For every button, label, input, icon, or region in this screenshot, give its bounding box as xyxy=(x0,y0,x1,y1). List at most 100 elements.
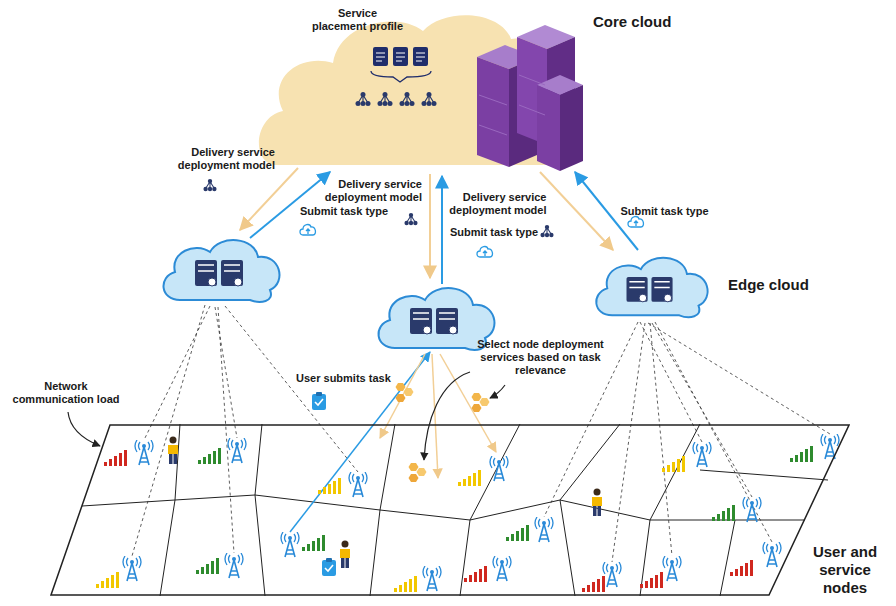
signal-bars-part xyxy=(458,470,481,486)
cell-borders-part xyxy=(560,500,575,596)
left-edge-cloud-part xyxy=(164,240,280,302)
core-cloud-shape xyxy=(255,5,585,172)
signal-bars-part xyxy=(464,566,487,582)
annotation-label: Submit task type xyxy=(300,205,388,218)
base-station-towers-part xyxy=(228,438,246,463)
base-station-towers-part xyxy=(490,456,508,481)
small-icons-part xyxy=(472,393,490,412)
cell-borders xyxy=(82,424,828,596)
signal-bars-part xyxy=(318,478,341,494)
signal-bars-part xyxy=(198,448,221,464)
base-station-towers-part xyxy=(225,553,243,578)
node-heading: User and service nodes xyxy=(797,543,893,597)
layout-dashed-links-part xyxy=(225,306,358,472)
service-plane: User and service nodes xyxy=(50,423,850,597)
base-station-towers-part xyxy=(821,434,839,459)
signal-bars-part xyxy=(730,560,753,576)
base-station-towers-part xyxy=(763,542,781,567)
small-icons-part xyxy=(322,558,336,576)
layout-dashed-links-part xyxy=(652,323,752,497)
small-icons xyxy=(203,179,643,576)
layout-dashed-links xyxy=(132,305,830,562)
leader-lines-part xyxy=(490,385,505,398)
node-heading: Core cloud xyxy=(593,13,671,31)
signal-bars-part xyxy=(104,450,127,466)
base-station-towers-part xyxy=(423,566,441,591)
base-station-towers-part xyxy=(493,556,511,581)
small-icons-part xyxy=(300,225,315,235)
annotation-label: Select node deployment services based on… xyxy=(468,338,613,378)
cell-borders-part xyxy=(175,424,262,500)
signal-bars xyxy=(96,446,813,592)
signal-bars-part xyxy=(582,576,605,592)
cell-borders-part xyxy=(255,495,265,596)
cell-borders-part xyxy=(370,510,380,596)
signal-bars-part xyxy=(790,446,813,462)
small-icons-part xyxy=(540,225,553,237)
cell-borders-part xyxy=(380,424,520,520)
layout-dashed-links-part xyxy=(650,323,672,556)
layout-dashed-links-part xyxy=(218,307,234,553)
small-icons-part xyxy=(628,217,643,227)
users-part xyxy=(168,437,178,465)
small-icons-part xyxy=(396,383,414,402)
cell-borders-part xyxy=(700,470,828,480)
users xyxy=(168,437,602,569)
base-station-towers-part xyxy=(281,532,299,557)
edge-label: Submit task type xyxy=(621,205,709,218)
small-icons-part xyxy=(404,213,417,225)
users-part xyxy=(592,489,602,517)
layout-arrows-part xyxy=(440,354,496,452)
signal-bars-part xyxy=(196,558,219,574)
base-station-towers-part xyxy=(603,562,621,587)
small-icons-part xyxy=(203,179,216,191)
annotation-label: Delivery service deployment model xyxy=(322,178,422,204)
signal-bars-part xyxy=(96,572,119,588)
cell-borders-part xyxy=(460,520,470,596)
node-text: Service placement profile xyxy=(310,7,405,33)
service-plane-outline xyxy=(51,425,849,595)
layout-dashed-links-part xyxy=(144,306,210,440)
layout-arrows-part xyxy=(432,354,438,478)
middle-edge-cloud-part xyxy=(379,288,495,350)
edge-label: Delivery service deployment model xyxy=(447,191,547,217)
layout-dashed-links-part xyxy=(612,323,645,562)
annotation-label: User submits task xyxy=(296,372,391,385)
leader-lines-part xyxy=(68,412,100,446)
layout-arrows xyxy=(240,168,496,532)
middle-edge-cloud xyxy=(379,288,495,350)
layout-dashed-links-part xyxy=(655,322,772,542)
cell-borders-part xyxy=(720,520,735,596)
signal-bars-part xyxy=(302,535,325,551)
annotation-label: Submit task type xyxy=(450,226,538,239)
edge-cloud-outline xyxy=(596,258,707,317)
layout-dashed-links-part xyxy=(132,305,205,556)
base-station-towers-part xyxy=(663,556,681,581)
leader-lines-part xyxy=(424,372,470,460)
users-part xyxy=(340,541,350,569)
left-edge-cloud xyxy=(164,240,280,302)
small-icons-part xyxy=(312,392,326,410)
signal-bars-part xyxy=(394,576,417,592)
service-plane-shape xyxy=(50,423,850,597)
annotation-label: Delivery service deployment model xyxy=(175,146,275,172)
cell-borders-part xyxy=(470,424,620,520)
base-station-towers-part xyxy=(693,442,711,467)
signal-bars-part xyxy=(662,456,685,472)
edge-cloud: Edge cloud xyxy=(588,250,713,322)
flow-arrow xyxy=(540,172,613,250)
cell-borders-part xyxy=(255,424,395,510)
edge-cloud-shape xyxy=(588,250,713,322)
base-station-towers-part xyxy=(535,517,553,542)
base-station-towers xyxy=(123,434,839,591)
node-heading: Edge cloud xyxy=(728,276,809,294)
cell-borders-part xyxy=(160,500,175,596)
layout-dashed-links-part xyxy=(648,323,830,434)
layout-arrows-part xyxy=(240,168,298,230)
base-station-towers-part xyxy=(743,497,761,522)
small-icons-part xyxy=(477,247,492,257)
layout-arrows-part xyxy=(441,176,443,284)
layout-arrows-part xyxy=(290,352,430,532)
